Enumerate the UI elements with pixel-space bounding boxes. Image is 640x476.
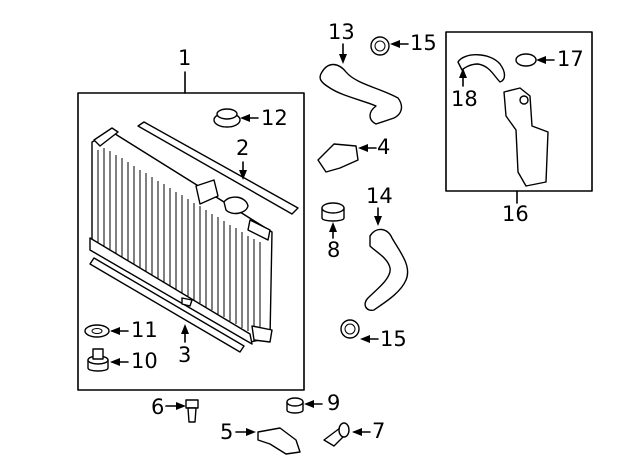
reservoir-tank <box>503 87 549 187</box>
push-clip <box>323 422 350 447</box>
radiator-cap <box>213 108 241 128</box>
lower-seal-strip <box>89 257 245 353</box>
lower-hose <box>364 228 409 312</box>
overflow-hose <box>457 54 506 83</box>
callout-2: 2 <box>236 136 250 160</box>
callout-6: 6 <box>151 395 165 419</box>
callout-13: 13 <box>328 20 355 44</box>
callout-14: 14 <box>366 184 393 208</box>
radiator <box>89 127 273 345</box>
callout-17: 17 <box>557 47 584 71</box>
lower-bracket <box>257 427 301 455</box>
drain-washer <box>84 324 110 338</box>
callout-15-lower: 15 <box>380 327 407 351</box>
hose-clamp-upper <box>370 36 390 56</box>
callout-5: 5 <box>220 420 234 444</box>
callout-3: 3 <box>178 343 192 367</box>
callout-18: 18 <box>451 87 478 111</box>
reservoir-group-box <box>445 31 593 192</box>
callout-11: 11 <box>131 318 158 342</box>
callout-9: 9 <box>327 391 341 415</box>
upper-bracket <box>317 143 359 173</box>
reservoir-cap <box>515 53 537 67</box>
callout-10: 10 <box>131 349 158 373</box>
upper-seal-strip <box>137 121 299 215</box>
upper-hose <box>319 63 403 125</box>
callout-8: 8 <box>327 238 341 262</box>
callout-7: 7 <box>372 419 386 443</box>
callout-15-upper: 15 <box>410 31 437 55</box>
grommet-lower <box>286 397 304 414</box>
grommet-upper <box>321 202 345 222</box>
hose-clamp-lower <box>340 319 360 339</box>
bolt <box>185 399 199 423</box>
callout-16: 16 <box>502 202 529 226</box>
callout-1: 1 <box>178 46 192 70</box>
radiator-group-box <box>77 92 305 391</box>
callout-12: 12 <box>261 106 288 130</box>
drain-plug <box>87 348 109 372</box>
callout-4: 4 <box>377 135 391 159</box>
